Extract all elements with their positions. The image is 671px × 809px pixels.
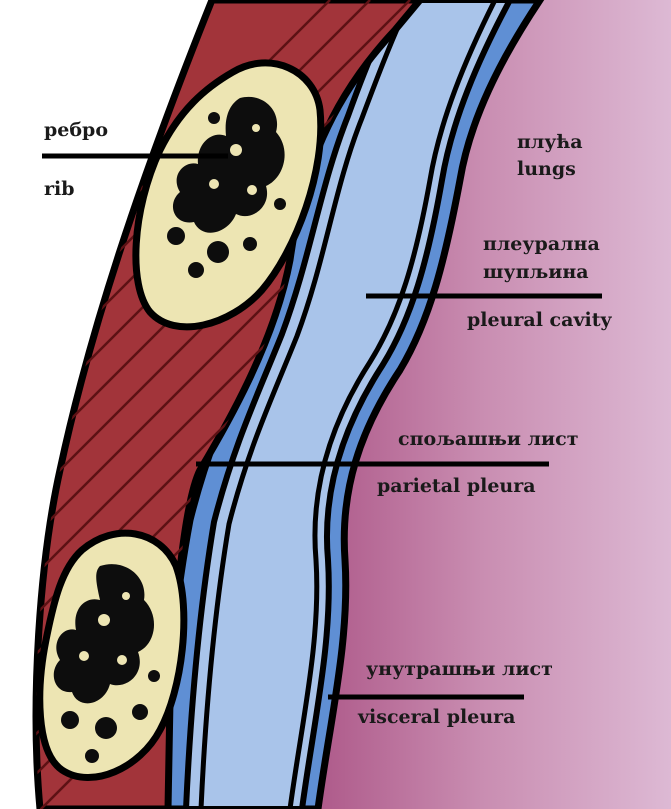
- label-lungs-serbian: плућа: [517, 133, 583, 152]
- label-lungs-english: lungs: [517, 160, 576, 179]
- label-rib-serbian: ребро: [44, 121, 108, 140]
- label-parietal-pleura-english: parietal pleura: [377, 477, 536, 496]
- label-pleural-cavity-serbian-1: плеурална: [483, 235, 600, 254]
- label-visceral-pleura-serbian: унутрашњи лист: [366, 660, 553, 679]
- label-rib-english: rib: [44, 180, 75, 199]
- label-visceral-pleura-english: visceral pleura: [358, 708, 516, 727]
- label-pleural-cavity-english: pleural cavity: [467, 311, 612, 330]
- label-pleural-cavity-serbian-2: шупљина: [483, 263, 589, 282]
- label-parietal-pleura-serbian: спољашњи лист: [398, 430, 578, 449]
